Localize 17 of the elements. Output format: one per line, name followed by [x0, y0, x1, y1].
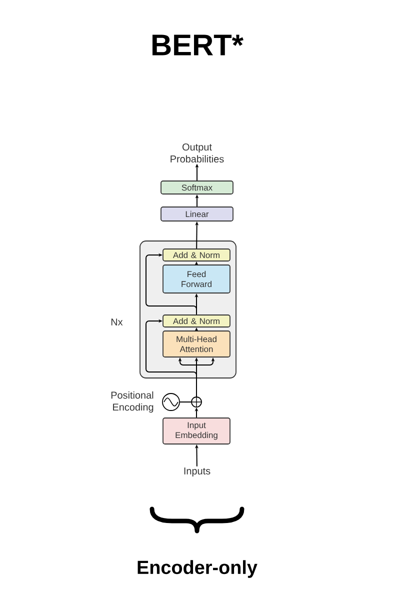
embedding-box: Input Embedding: [162, 418, 230, 444]
arrow: [146, 253, 197, 316]
softmax-box: Softmax: [160, 180, 234, 194]
caption: Encoder-only: [138, 560, 258, 578]
beside-label: Positional Encoding: [111, 391, 154, 413]
feed-forward-box: Feed Forward: [162, 264, 230, 294]
arrow: [146, 319, 197, 398]
linear-box: Linear: [160, 206, 234, 222]
sum-circle: [191, 396, 202, 408]
add-norm-box: Add & Norm: [162, 248, 230, 262]
inputs-label: Inputs: [184, 468, 210, 476]
attention-box: Multi-Head Attention: [162, 330, 230, 358]
add-norm-box: Add & Norm: [162, 314, 230, 328]
block-repeat-label: Nx: [111, 318, 123, 326]
positional-encoding-circle: [162, 393, 180, 411]
title: BERT*: [152, 34, 244, 56]
output-label: Output Probabilities: [170, 144, 224, 162]
